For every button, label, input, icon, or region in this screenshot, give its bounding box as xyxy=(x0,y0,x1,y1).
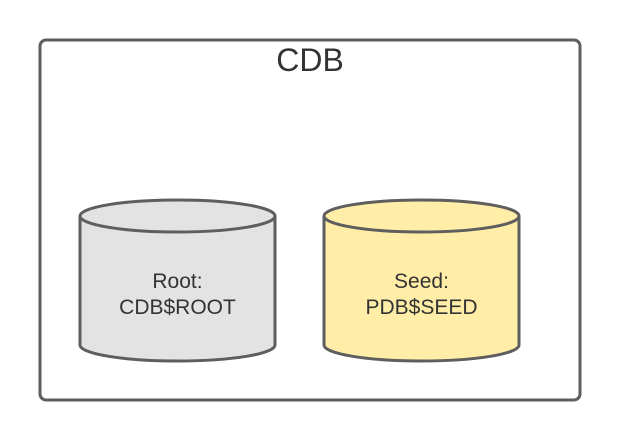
root-cylinder-body xyxy=(78,216,277,363)
seed-cylinder-body xyxy=(322,216,521,363)
seed-cylinder-label-line1: Seed: xyxy=(394,270,449,293)
root-container-cylinder: Root: CDB$ROOT xyxy=(78,198,277,363)
root-cylinder-top xyxy=(78,198,277,234)
root-cylinder-label-line1: Root: xyxy=(152,270,202,293)
cdb-container-label: CDB xyxy=(276,42,344,78)
seed-cylinder-label-line2: PDB$SEED xyxy=(365,296,477,319)
seed-cylinder-top xyxy=(322,198,521,234)
root-cylinder-label-line2: CDB$ROOT xyxy=(119,296,236,319)
seed-pdb-cylinder: Seed: PDB$SEED xyxy=(322,198,521,363)
